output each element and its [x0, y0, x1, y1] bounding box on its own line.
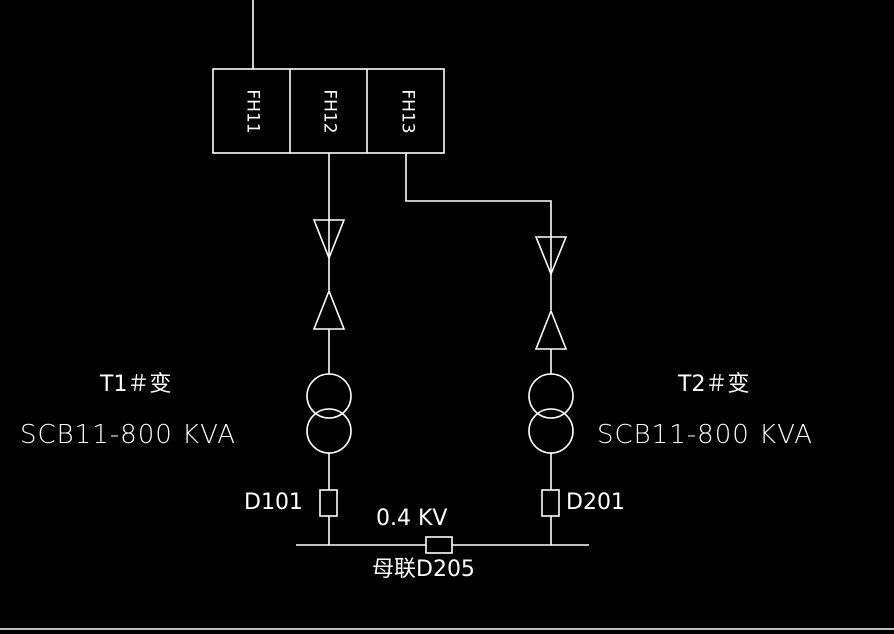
breaker-d101-icon: [319, 489, 338, 517]
transformer-t2-primary-icon: [528, 373, 574, 419]
cable-head-up-icon: [312, 288, 346, 330]
cable-head-down-icon: [312, 219, 346, 261]
transformer-t2-model: SCB11-800 KVA: [597, 420, 813, 450]
tie-breaker-label: 母联D205: [372, 557, 475, 582]
transformer-t1-model: SCB11-800 KVA: [20, 420, 236, 450]
feeder-label-fh13: FH13: [397, 89, 418, 134]
transformer-t1-secondary-icon: [306, 408, 352, 454]
breaker-d101-label: D101: [244, 490, 303, 515]
transformer-t2-secondary-icon: [528, 408, 574, 454]
cable-head-up-icon: [534, 308, 568, 350]
cable-head-down-icon: [534, 236, 568, 277]
feeder-cable-t2: [405, 153, 552, 310]
breaker-d201-icon: [541, 489, 560, 517]
busbar-voltage-label: 0.4 KV: [376, 506, 448, 531]
tie-breaker-d205-icon: [425, 536, 453, 554]
transformer-t1-name: T1＃变: [100, 372, 172, 397]
transformer-t1-primary-icon: [306, 373, 352, 419]
transformer-t2-name: T2＃变: [678, 372, 750, 397]
feeder-label-fh12: FH12: [319, 89, 340, 134]
feeder-label-fh11: FH11: [242, 89, 263, 134]
breaker-d201-label: D201: [566, 490, 625, 515]
